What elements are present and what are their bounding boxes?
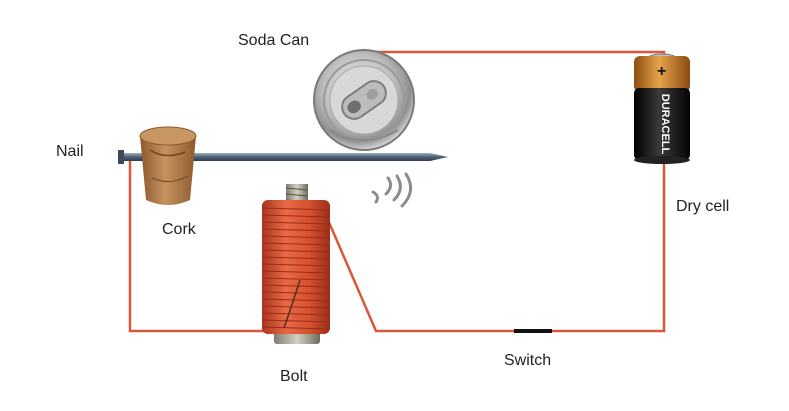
can-pull-tab [341,80,387,120]
wire-switch-to-coil [326,219,514,333]
label-soda-can: Soda Can [238,32,310,49]
bolt-electromagnet [261,184,331,344]
sound-wave-icon [371,172,413,208]
wire-battery-to-switch [552,158,666,333]
battery-plus-sign: + [657,63,666,80]
soda-can [313,49,415,151]
label-dry-cell: Dry cell [676,198,730,215]
cork [139,126,197,205]
label-nail: Nail [56,143,84,160]
battery-brand-text: DURACELL [659,94,671,155]
dry-cell-battery: + DURACELL [634,53,690,164]
label-bolt: Bolt [280,368,308,385]
nail [118,150,448,164]
wire-can-to-battery [364,50,666,62]
label-cork: Cork [162,221,196,238]
label-switch: Switch [504,352,552,369]
